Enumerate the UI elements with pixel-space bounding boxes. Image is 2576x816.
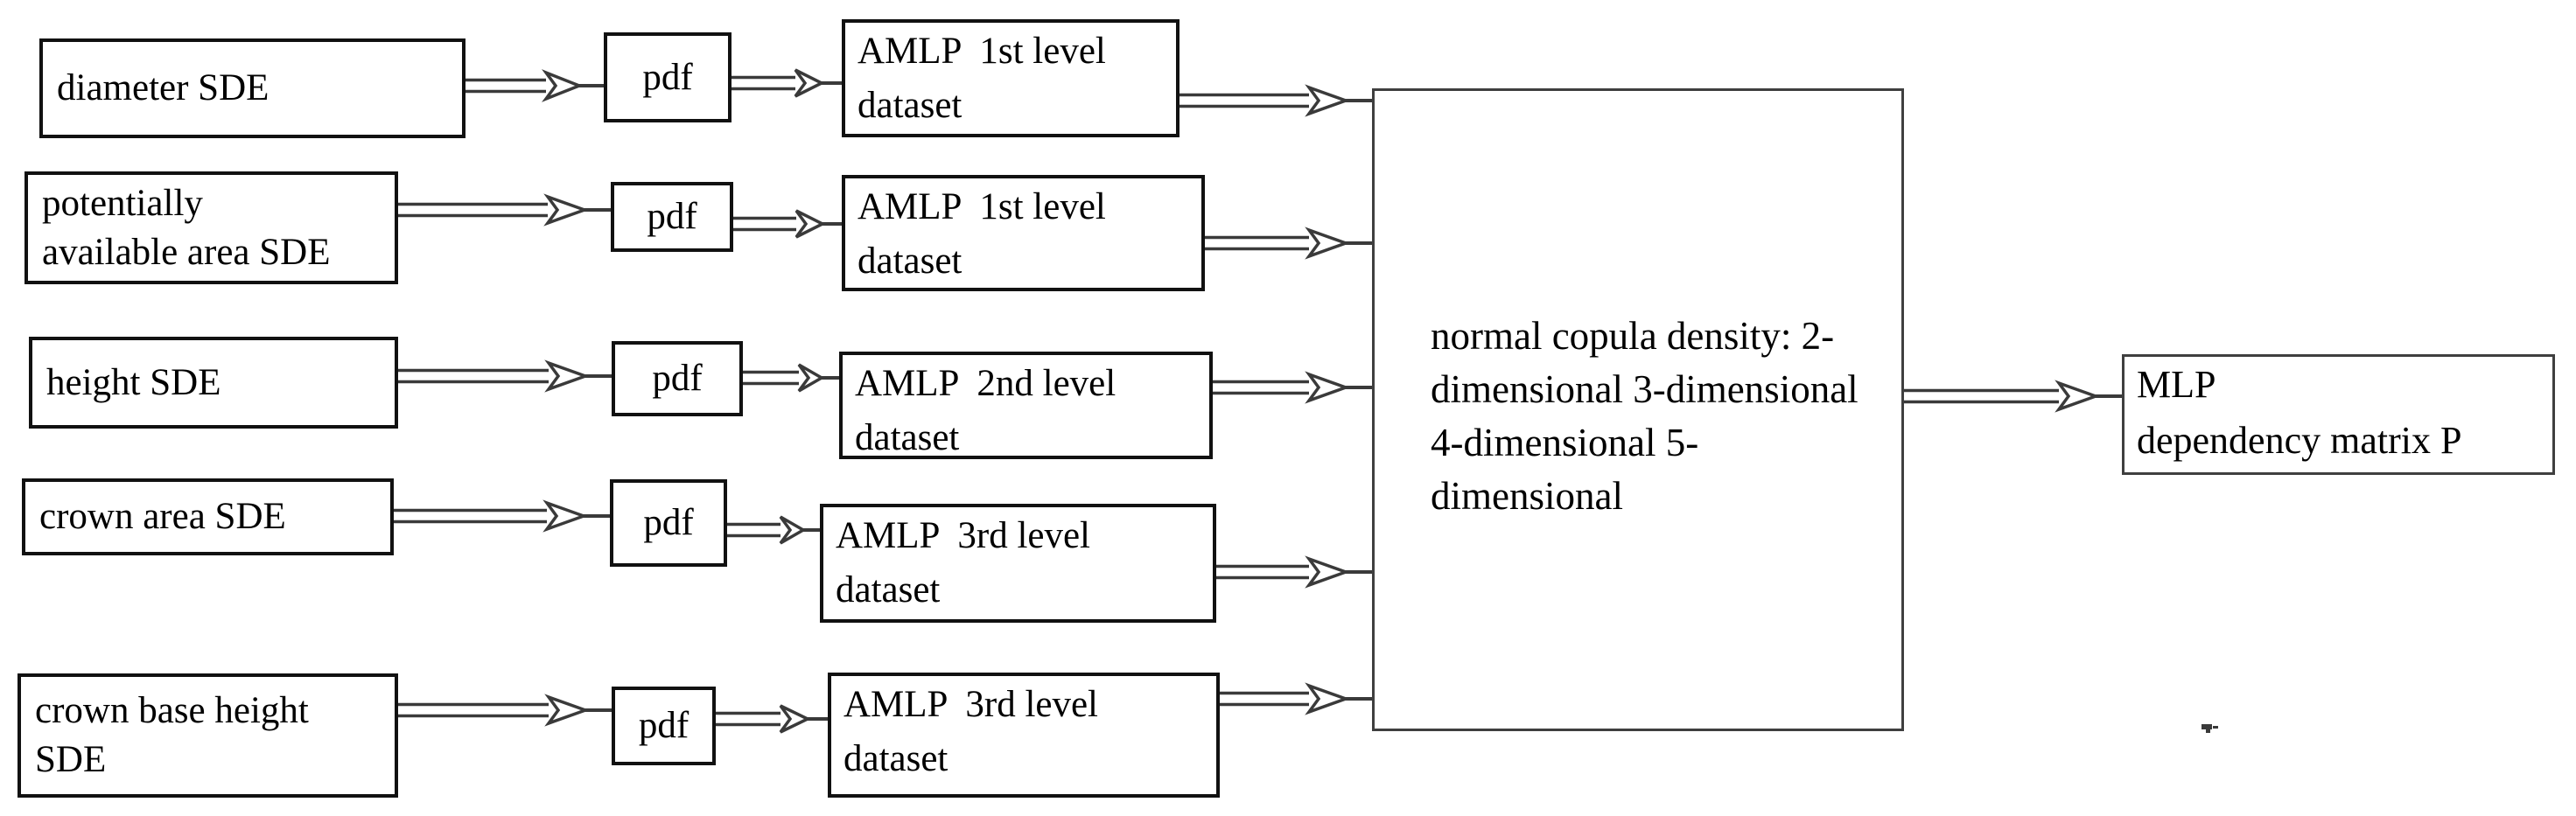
arrow-sde4-to-pdf4 (394, 499, 615, 533)
pdf-box-2-label: pdf (647, 196, 697, 237)
arrow-pdf3-to-dataset3 (743, 363, 844, 393)
arrow-pdf5-to-dataset5 (716, 704, 833, 734)
dataset-box-5-line2: dataset (844, 738, 948, 779)
stray-mark (2202, 724, 2218, 733)
sde-box-diameter-label: diameter SDE (57, 67, 270, 108)
sde-box-cbh-label-line2: SDE (35, 739, 107, 780)
dataset-box-1: AMLP 1st level dataset (842, 19, 1180, 137)
sde-box-crown-area: crown area SDE (22, 478, 394, 555)
arrow-sde2-to-pdf2 (398, 193, 616, 227)
dataset-box-3-line2: dataset (855, 417, 960, 458)
sde-box-paa-label-line2: available area SDE (42, 231, 331, 273)
pdf-box-1: pdf (604, 32, 732, 122)
arrow-pdf4-to-dataset4 (727, 515, 825, 545)
pdf-box-5-label: pdf (638, 705, 690, 746)
arrow-pdf2-to-dataset2 (733, 209, 847, 239)
mlp-line2: dependency matrix P (2137, 419, 2462, 462)
mlp-output-box: MLP dependency matrix P (2122, 354, 2555, 475)
dataset-box-2-line1: AMLP 1st level (858, 186, 1106, 227)
arrow-sde3-to-pdf3 (398, 359, 617, 393)
dataset-box-2-line2: dataset (858, 241, 962, 282)
dataset-box-3: AMLP 2nd level dataset (839, 352, 1213, 459)
dataset-box-5-line1: AMLP 3rd level (844, 684, 1099, 725)
sde-box-crown-area-label: crown area SDE (39, 496, 286, 537)
dataset-box-4-line2: dataset (836, 569, 941, 610)
arrow-sde1-to-pdf1 (466, 69, 609, 102)
arrow-dataset5-to-copula (1220, 682, 1377, 715)
pdf-box-3: pdf (612, 341, 743, 416)
sde-box-height: height SDE (29, 337, 398, 429)
dataset-box-4-line1: AMLP 3rd level (836, 515, 1091, 556)
arrow-pdf1-to-dataset1 (732, 68, 847, 98)
copula-line-2d: 2-dimensional (1431, 314, 1835, 411)
sde-box-potentially-available-area: potentially available area SDE (24, 171, 398, 284)
pdf-box-5: pdf (612, 687, 716, 765)
copula-title: normal copula density: (1431, 314, 1792, 358)
dataset-box-3-line1: AMLP 2nd level (855, 363, 1116, 404)
pdf-box-3-label: pdf (652, 358, 703, 399)
sde-box-height-label: height SDE (46, 361, 221, 403)
sde-box-paa-label-line1: potentially (42, 182, 203, 224)
dataset-box-4: AMLP 3rd level dataset (820, 504, 1216, 623)
dataset-box-2: AMLP 1st level dataset (842, 175, 1205, 291)
sde-box-crown-base-height: crown base height SDE (18, 673, 398, 798)
dataset-box-1-line2: dataset (858, 85, 962, 126)
pdf-box-1-label: pdf (642, 56, 693, 98)
copula-line-3d: 3-dimensional (1633, 367, 1858, 411)
arrow-dataset1-to-copula (1180, 84, 1377, 117)
sde-box-diameter: diameter SDE (39, 38, 466, 138)
copula-line-5d: 5-dimensional (1431, 421, 1699, 518)
pdf-box-2: pdf (611, 182, 733, 252)
copula-line-4d: 4-dimensional (1431, 421, 1656, 464)
arrow-sde5-to-pdf5 (398, 694, 617, 727)
dataset-box-1-line1: AMLP 1st level (858, 31, 1106, 72)
arrow-dataset3-to-copula (1213, 371, 1377, 404)
pdf-box-4-label: pdf (643, 502, 694, 543)
arrow-dataset2-to-copula (1205, 227, 1377, 260)
pdf-box-4: pdf (610, 479, 727, 567)
arrow-copula-to-mlp (1904, 380, 2127, 413)
dataset-box-5: AMLP 3rd level dataset (828, 673, 1220, 798)
arrow-dataset4-to-copula (1216, 555, 1377, 589)
mlp-line1: MLP (2137, 363, 2216, 406)
sde-box-cbh-label-line1: crown base height (35, 690, 309, 731)
copula-box: normal copula density: 2-dimensional 3-d… (1372, 88, 1904, 731)
